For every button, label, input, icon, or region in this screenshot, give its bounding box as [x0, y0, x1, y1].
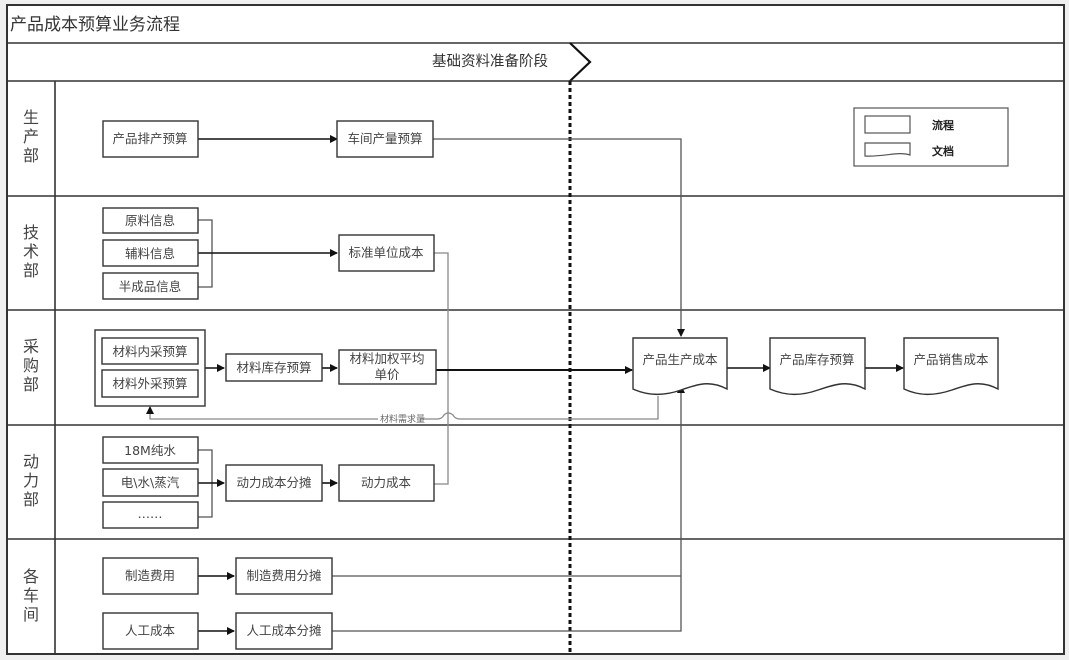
lane-label-technology: 技 术 部	[23, 223, 39, 280]
lane-label-purchasing: 采 购 部	[23, 337, 39, 394]
svg-text:产品排产预算: 产品排产预算	[112, 131, 187, 146]
legend-process-icon	[864, 115, 911, 134]
document-product-sales-cost[interactable]: 产品销售成本	[903, 337, 999, 396]
svg-text:生: 生	[23, 108, 39, 127]
lane-label-production: 生 产 部	[23, 108, 39, 165]
svg-text:部: 部	[23, 146, 39, 165]
process-material-weighted-average-price[interactable]: 材料加权平均 单价	[338, 349, 437, 385]
svg-text:部: 部	[23, 490, 39, 509]
svg-text:产品销售成本: 产品销售成本	[913, 352, 989, 367]
svg-text:原料信息: 原料信息	[125, 213, 175, 228]
svg-text:动力成本分摊: 动力成本分摊	[236, 475, 311, 490]
svg-text:购: 购	[23, 356, 39, 375]
svg-text:产品库存预算: 产品库存预算	[779, 352, 854, 367]
process-electricity-water-steam[interactable]: 电\水\蒸汽	[102, 468, 199, 497]
svg-text:各: 各	[23, 567, 39, 586]
svg-text:动力成本: 动力成本	[361, 475, 412, 490]
phase-chevron-icon	[569, 42, 592, 82]
svg-text:人工成本分摊: 人工成本分摊	[246, 623, 321, 638]
svg-text:半成品信息: 半成品信息	[119, 279, 182, 294]
svg-text:材料加权平均: 材料加权平均	[349, 351, 424, 366]
process-pure-water-18m[interactable]: 18M纯水	[102, 436, 199, 464]
document-product-production-cost[interactable]: 产品生产成本	[632, 337, 728, 396]
process-power-cost[interactable]: 动力成本	[338, 464, 435, 502]
process-workshop-output-budget[interactable]: 车间产量预算	[336, 120, 434, 158]
diagram-title: 产品成本预算业务流程	[10, 15, 180, 35]
process-power-cost-allocation[interactable]: 动力成本分摊	[225, 464, 323, 502]
svg-text:产品生产成本: 产品生产成本	[642, 352, 718, 367]
svg-text:制造费用分摊: 制造费用分摊	[246, 568, 321, 583]
process-semi-finished-info[interactable]: 半成品信息	[102, 272, 199, 300]
legend-document-label: 文档	[932, 144, 954, 158]
svg-text:车间产量预算: 车间产量预算	[347, 131, 422, 146]
process-product-schedule-budget[interactable]: 产品排产预算	[102, 120, 199, 158]
connector	[420, 412, 461, 420]
process-manufacturing-expense[interactable]: 制造费用	[102, 557, 199, 595]
legend: 流程 文档	[853, 107, 1009, 167]
svg-text:间: 间	[23, 605, 39, 624]
svg-text:部: 部	[23, 375, 39, 394]
process-manufacturing-expense-allocation[interactable]: 制造费用分摊	[235, 557, 333, 595]
legend-process-label: 流程	[932, 118, 954, 132]
connector	[146, 406, 378, 420]
svg-text:力: 力	[23, 471, 39, 490]
process-material-inventory-budget[interactable]: 材料库存预算	[225, 353, 323, 382]
process-standard-unit-cost[interactable]: 标准单位成本	[338, 234, 435, 272]
svg-text:电\水\蒸汽: 电\水\蒸汽	[121, 475, 180, 490]
process-labor-cost[interactable]: 人工成本	[102, 612, 199, 650]
legend-document-icon	[864, 142, 911, 157]
material-demand-label: 材料需求量	[380, 413, 425, 425]
svg-text:辅料信息: 辅料信息	[125, 246, 175, 261]
lane-label-power: 动 力 部	[23, 452, 39, 509]
svg-text:动: 动	[23, 452, 39, 471]
process-labor-cost-allocation[interactable]: 人工成本分摊	[235, 612, 333, 650]
process-more-items[interactable]: ……	[102, 501, 199, 529]
phase-label: 基础资料准备阶段	[432, 53, 548, 70]
svg-text:车: 车	[23, 586, 39, 605]
connector	[332, 385, 685, 632]
svg-text:制造费用: 制造费用	[125, 568, 175, 583]
connector	[460, 396, 659, 420]
connector	[433, 138, 685, 337]
svg-text:部: 部	[23, 261, 39, 280]
process-material-internal-purchase[interactable]: 材料内采预算	[101, 337, 199, 365]
connector	[434, 252, 449, 485]
svg-text:产: 产	[23, 127, 39, 146]
svg-text:材料库存预算: 材料库存预算	[236, 360, 311, 375]
lane-label-workshops: 各 车 间	[23, 567, 39, 624]
svg-text:技: 技	[23, 223, 39, 242]
document-product-inventory-budget[interactable]: 产品库存预算	[769, 337, 866, 396]
svg-text:……: ……	[138, 506, 163, 521]
svg-text:单价: 单价	[374, 367, 400, 382]
svg-text:材料外采预算: 材料外采预算	[112, 376, 187, 391]
process-auxiliary-material-info[interactable]: 辅料信息	[102, 239, 199, 267]
svg-text:18M纯水: 18M纯水	[124, 443, 176, 458]
process-material-external-purchase[interactable]: 材料外采预算	[101, 369, 199, 398]
svg-text:术: 术	[23, 242, 39, 261]
svg-text:采: 采	[23, 337, 39, 356]
svg-text:标准单位成本: 标准单位成本	[348, 245, 424, 260]
process-raw-material-info[interactable]: 原料信息	[102, 207, 199, 234]
svg-text:材料内采预算: 材料内采预算	[112, 344, 187, 359]
svg-text:人工成本: 人工成本	[125, 623, 176, 638]
